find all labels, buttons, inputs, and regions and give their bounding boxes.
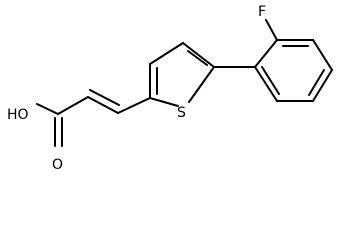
carbonyl-oxygen-label: O: [52, 157, 63, 173]
phenyl-bond-1: [254, 39, 278, 68]
thiophene-bond-c4-c5: [182, 42, 215, 68]
chemical-structure-diagram: F S HO O: [7, 4, 333, 173]
sulfur-label: S: [177, 105, 186, 121]
thiophene-bond-c5-s: [188, 66, 215, 103]
hydroxyl-label: HO: [7, 107, 29, 123]
fluorine-label: F: [258, 4, 266, 20]
thiophene-bond-c3-c4: [149, 42, 184, 65]
phenyl-inner-bond-3: [261, 66, 280, 95]
thiophene-bond-s-c2: [149, 97, 179, 107]
phenyl-bond-6: [254, 66, 278, 102]
phenyl-bond-4: [312, 69, 333, 102]
alkene-to-carboxyl-bond: [57, 96, 89, 115]
alkene-double-bond-outer: [87, 96, 119, 114]
carboxyl-hydroxyl-bond: [36, 103, 59, 115]
alkene-double-bond-inner: [89, 89, 120, 106]
phenyl-inner-bond-2: [308, 69, 325, 96]
phenyl-bond-3: [312, 39, 333, 71]
thiophene-double-bond-inner-2: [187, 50, 208, 66]
vinyl-bond-ring-to-alkene: [117, 97, 151, 114]
structure-canvas: F S HO O: [7, 4, 333, 173]
phenyl-to-fluorine-bond: [265, 19, 278, 41]
